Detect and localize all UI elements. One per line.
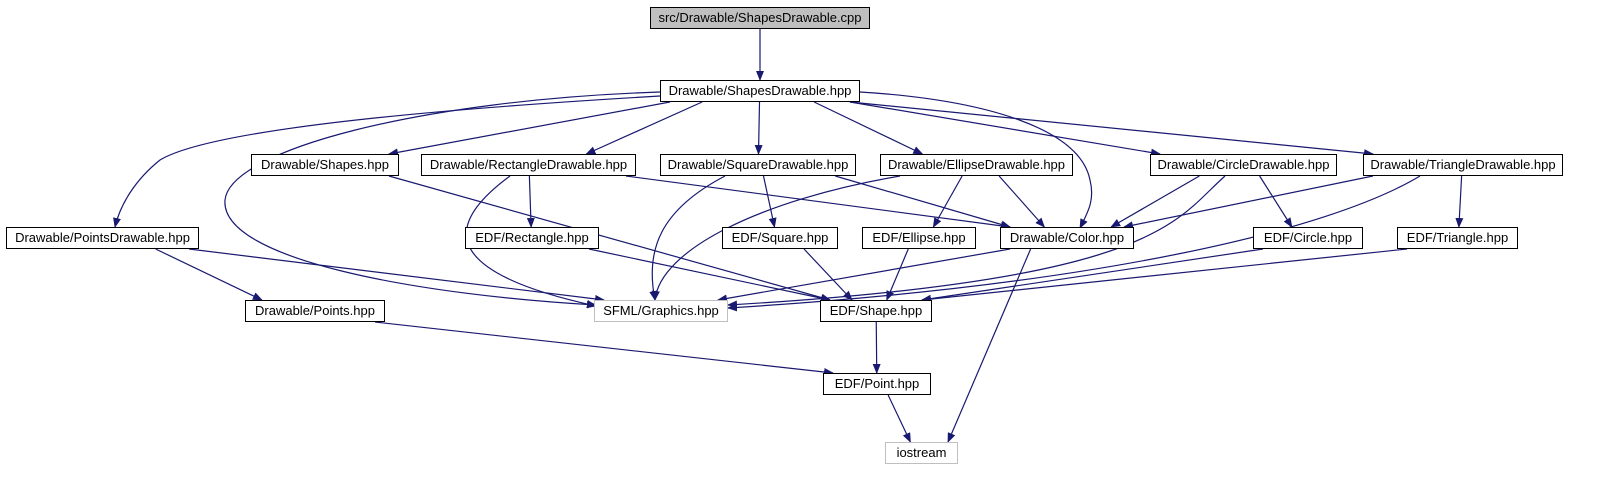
edge-color-hpp-to-sfml-graphics — [717, 248, 1011, 303]
node-edf-triangle-hpp[interactable]: EDF/Triangle.hpp — [1397, 227, 1518, 249]
node-edf-square-hpp[interactable]: EDF/Square.hpp — [722, 227, 838, 249]
edge-triangle-drawable-to-color-hpp — [1123, 175, 1374, 230]
node-shapesdrawable-cpp: src/Drawable/ShapesDrawable.cpp — [650, 7, 870, 29]
node-drawable-rectangledrawable-hpp[interactable]: Drawable/RectangleDrawable.hpp — [421, 154, 636, 176]
edge-shapes-drawable-hpp-to-square-drawable — [754, 101, 763, 155]
edge-color-hpp-to-iostream — [947, 248, 1032, 443]
edge-shapes-drawable-hpp-to-points-drawable — [113, 95, 661, 228]
edge-ellipse-drawable-to-color-hpp — [998, 175, 1046, 228]
edge-shapes-drawable-hpp-to-sfml-graphics — [224, 91, 661, 309]
node-drawable-circledrawable-hpp[interactable]: Drawable/CircleDrawable.hpp — [1150, 154, 1337, 176]
node-edf-ellipse-hpp[interactable]: EDF/Ellipse.hpp — [862, 227, 976, 249]
edge-ellipse-drawable-to-edf-ellipse — [932, 175, 963, 228]
edge-square-drawable-to-color-hpp — [835, 175, 1011, 229]
edge-edf-circle-to-edf-shape — [921, 248, 1264, 303]
node-edf-circle-hpp[interactable]: EDF/Circle.hpp — [1253, 227, 1363, 249]
edge-shapes-drawable-hpp-to-ellipse-drawable — [813, 101, 924, 155]
edge-points-drawable-to-points-hpp — [155, 248, 263, 301]
edge-triangle-drawable-to-sfml-graphics — [727, 175, 1421, 312]
node-edf-rectangle-hpp[interactable]: EDF/Rectangle.hpp — [465, 227, 599, 249]
edge-shapes-drawable-hpp-to-triangle-drawable — [849, 101, 1374, 158]
node-drawable-shapes-hpp[interactable]: Drawable/Shapes.hpp — [251, 154, 399, 176]
node-drawable-ellipsedrawable-hpp[interactable]: Drawable/EllipseDrawable.hpp — [880, 154, 1073, 176]
node-drawable-squaredrawable-hpp[interactable]: Drawable/SquareDrawable.hpp — [660, 154, 856, 176]
node-iostream: iostream — [885, 442, 958, 464]
node-drawable-pointsdrawable-hpp[interactable]: Drawable/PointsDrawable.hpp — [6, 227, 199, 249]
edge-square-drawable-to-sfml-graphics — [649, 175, 726, 301]
node-drawable-color-hpp[interactable]: Drawable/Color.hpp — [1000, 227, 1134, 249]
edge-shapes-drawable-hpp-to-rectangle-drawable — [585, 101, 703, 155]
edge-edf-point-to-iostream — [887, 394, 911, 443]
edge-points-hpp-to-edf-point — [374, 321, 834, 376]
edge-edf-ellipse-to-edf-shape — [886, 248, 909, 301]
edge-shapes-drawable-hpp-to-circle-drawable — [849, 101, 1161, 157]
edge-edf-rectangle-to-edf-shape — [588, 248, 831, 303]
edge-rectangle-drawable-to-color-hpp — [625, 175, 1011, 230]
node-drawable-triangledrawable-hpp[interactable]: Drawable/TriangleDrawable.hpp — [1363, 154, 1563, 176]
edge-circle-drawable-to-edf-circle — [1259, 175, 1293, 228]
edge-edf-square-to-edf-shape — [803, 248, 853, 301]
edge-triangle-drawable-to-edf-triangle — [1455, 175, 1464, 228]
edge-shapes-drawable-hpp-to-color-hpp — [859, 91, 1093, 229]
node-sfml-graphics-hpp: SFML/Graphics.hpp — [594, 300, 728, 322]
node-drawable-shapesdrawable-hpp[interactable]: Drawable/ShapesDrawable.hpp — [660, 80, 860, 102]
edge-points-drawable-to-sfml-graphics — [188, 248, 605, 303]
edge-square-drawable-to-edf-square — [762, 175, 777, 228]
edge-shapes-drawable-hpp-to-shapes-hpp — [388, 101, 671, 157]
edge-edf-triangle-to-edf-shape — [921, 248, 1408, 304]
node-drawable-points-hpp[interactable]: Drawable/Points.hpp — [245, 300, 385, 322]
edge-circle-drawable-to-color-hpp — [1110, 175, 1200, 228]
node-edf-shape-hpp[interactable]: EDF/Shape.hpp — [820, 300, 932, 322]
edge-rectangle-drawable-to-edf-rectangle — [526, 175, 535, 228]
edge-shapes-hpp-to-edf-shape — [388, 175, 831, 302]
edge-edf-shape-to-edf-point — [872, 321, 881, 374]
node-edf-point-hpp[interactable]: EDF/Point.hpp — [823, 373, 931, 395]
